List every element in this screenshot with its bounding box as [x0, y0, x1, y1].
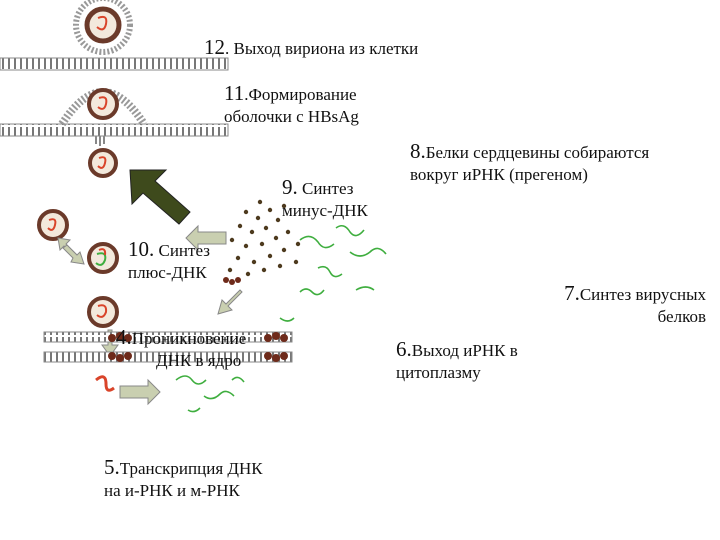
step-11-line1: .Формирование [244, 85, 357, 104]
step-10-line1: Синтез [154, 241, 210, 260]
step-4-line1: Проникновение [131, 329, 247, 348]
step-8-line1: Белки сердцевины собираются [425, 143, 650, 162]
step-4-num: 4. [116, 325, 132, 349]
step-12-num: 12 [204, 35, 225, 59]
mrna-strands [175, 224, 387, 413]
pregenome-cluster [223, 277, 241, 285]
step-11-line2: оболочки с HBsAg [224, 107, 359, 126]
capsid-mature [88, 148, 118, 178]
nuclear-pore-left [108, 332, 132, 362]
cccdna [95, 375, 115, 392]
step-10-num: 10. [128, 237, 155, 261]
step-12-text: . Выход вириона из клетки [225, 39, 419, 58]
step-4-line2: ДНК в ядро [156, 351, 242, 370]
step-7-num: 7. [564, 281, 580, 305]
step-7-label: 7.Синтез вирусных белков [564, 282, 706, 328]
step-6-label: 6.Выход иРНК в цитоплазму [396, 338, 518, 384]
step-10-line2: плюс-ДНК [128, 263, 207, 282]
step-8-num: 8. [410, 139, 426, 163]
small-arrows [57, 224, 243, 406]
nuclear-membrane [43, 331, 293, 363]
step-5-line2: на и-РНК и м-РНК [104, 481, 240, 500]
transport-arrow-icon [129, 169, 191, 225]
step-5-num: 5. [104, 455, 120, 479]
step-6-num: 6. [396, 337, 412, 361]
step-9-line1: Синтез [297, 179, 354, 198]
step-11-label: 11.Формирование оболочки с HBsAg [224, 82, 359, 128]
step-9-num: 9. [282, 175, 298, 199]
step-7-line2: белков [657, 307, 706, 326]
step-11-num: 11 [224, 81, 245, 105]
step-9-line2: минус-ДНК [282, 201, 368, 220]
cell-membrane-top [0, 57, 229, 71]
hbsag-insertion [95, 136, 105, 146]
step-8-label: 8.Белки сердцевины собираются вокруг иРН… [410, 140, 649, 186]
core-protein-dots [227, 199, 301, 277]
step-5-line1: Транскрипция ДНК [119, 459, 263, 478]
step-9-label: 9. Синтез минус-ДНК [282, 176, 368, 222]
capsid-budding [87, 88, 119, 120]
step-8-line2: вокруг иРНК (прегеном) [410, 165, 588, 184]
step-10-label: 10. Синтез плюс-ДНК [128, 238, 210, 284]
nuclear-pore-right [264, 332, 288, 362]
capsid-group-left [37, 209, 119, 328]
step-4-label: 4.Проникновение ДНК в ядро [116, 326, 284, 372]
step-5-label: 5.Транскрипция ДНК на и-РНК и м-РНК [104, 456, 263, 502]
step-12-label: 12. Выход вириона из клетки [204, 36, 418, 60]
step-7-line1: Синтез вирусных [579, 285, 706, 304]
step-6-line2: цитоплазму [396, 363, 481, 382]
step-6-line1: Выход иРНК в [411, 341, 518, 360]
virion-released [73, 0, 133, 55]
